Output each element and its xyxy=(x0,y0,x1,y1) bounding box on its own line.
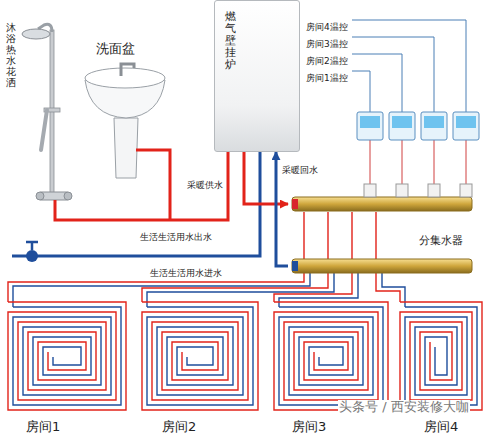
manifold-box: 分集水器 xyxy=(288,176,474,280)
return-manifold-bar xyxy=(292,259,472,273)
label-anchor: 沐浴热水花洒 xyxy=(6,22,16,90)
fixture-label: 洗面盆 xyxy=(96,42,135,57)
thermostat-wiring xyxy=(352,20,479,184)
water-tap xyxy=(26,250,38,262)
floor-loop xyxy=(274,302,388,410)
edge-label-anchor: 采暖回水 xyxy=(281,158,319,177)
thermostat-label: 房间4温控 xyxy=(306,22,348,32)
thermostat-screen xyxy=(392,116,412,128)
basin-pedestal xyxy=(114,118,138,178)
valve-handle xyxy=(292,199,298,209)
water-tap-handle xyxy=(26,242,38,250)
hot-water-pipe xyxy=(55,152,228,220)
actuator-cap xyxy=(364,184,376,197)
leader-line xyxy=(352,71,370,112)
floor-loop xyxy=(147,307,253,405)
label-anchor: 房间2温控 xyxy=(306,49,348,68)
fixture-label: 沐浴热水花洒 xyxy=(6,22,16,88)
label-anchor: 房间4 xyxy=(424,416,458,435)
supply-manifold-bar xyxy=(292,197,472,211)
thermostat-screen xyxy=(360,116,380,128)
mixer-knob xyxy=(64,192,72,200)
thermostat xyxy=(389,112,415,140)
thermostat xyxy=(357,112,383,140)
floor-loop xyxy=(13,307,121,405)
thermostat xyxy=(421,112,447,140)
shower xyxy=(22,24,72,200)
mixer-knob xyxy=(36,192,44,200)
hand-shower xyxy=(41,110,47,150)
label-anchor: 生活生活用水出水 xyxy=(140,225,212,244)
floor-loop xyxy=(405,307,477,405)
label-anchor: 生活生活用水进水 xyxy=(150,261,222,280)
floor-loop xyxy=(400,302,482,410)
actuator-cap xyxy=(460,184,472,197)
pipe-label: 采暖回水 xyxy=(281,165,319,175)
cold-water-pipe xyxy=(12,152,260,256)
manifold-drawing xyxy=(292,184,472,273)
pipe-label: 采暖供水 xyxy=(186,180,224,190)
leader-line xyxy=(352,20,466,112)
domestic-pipes xyxy=(12,150,260,262)
label-anchor: 房间3 xyxy=(292,416,326,435)
label-anchor: 洗面盆 xyxy=(96,38,135,57)
basin-faucet xyxy=(121,64,134,76)
label-anchor: 房间1 xyxy=(26,416,60,435)
node-text: 燃气壁挂炉 xyxy=(225,11,236,71)
watermark: 头条号 / 西安装修大咖 xyxy=(338,400,470,415)
room-label: 房间3 xyxy=(292,420,326,435)
thermostat-label: 房间3温控 xyxy=(306,39,348,49)
wash-basin xyxy=(85,64,165,178)
label-anchor: 房间4温控 xyxy=(306,15,348,34)
supply-loop-pipe xyxy=(376,212,400,302)
edge-label-anchor: 采暖供水 xyxy=(186,173,224,192)
thermostat-screen xyxy=(456,116,476,128)
leader-line xyxy=(352,54,402,112)
label-anchor: 房间2 xyxy=(162,416,196,435)
room-label: 房间2 xyxy=(162,420,196,435)
pipe-label: 生活生活用水出水 xyxy=(140,232,212,242)
label-anchor: 头条号 / 西安装修大咖 xyxy=(338,396,470,415)
basin-rim xyxy=(85,68,165,88)
pipe-label: 生活生活用水进水 xyxy=(150,268,222,278)
room-label: 房间4 xyxy=(424,420,458,435)
thermostat-screen xyxy=(424,116,444,128)
shower-head xyxy=(22,29,50,39)
shower-pole xyxy=(50,30,54,198)
boiler-box: 燃气壁挂炉 xyxy=(214,0,300,152)
hot-water-pipe xyxy=(136,150,170,220)
supply-loop-pipe xyxy=(142,212,328,302)
thermostat xyxy=(453,112,479,140)
floor-heating-loops xyxy=(8,212,482,410)
thermostat-wire xyxy=(370,140,466,184)
thermostat-label: 房间1温控 xyxy=(306,73,348,83)
floor-loop xyxy=(142,302,258,410)
floor-loop xyxy=(279,307,383,405)
thermostat-label: 房间2温控 xyxy=(306,56,348,66)
leader-line xyxy=(352,37,434,112)
supply-loop-pipe xyxy=(274,212,352,302)
valve-handle xyxy=(292,261,298,271)
node-text: 分集水器 xyxy=(418,235,464,248)
room-label: 房间1 xyxy=(26,420,60,435)
label-anchor: 房间3温控 xyxy=(306,32,348,51)
heating-pipe xyxy=(244,152,288,204)
floor-loop xyxy=(8,302,126,410)
actuator-cap xyxy=(428,184,440,197)
label-anchor: 房间1温控 xyxy=(306,66,348,85)
actuator-cap xyxy=(396,184,408,197)
